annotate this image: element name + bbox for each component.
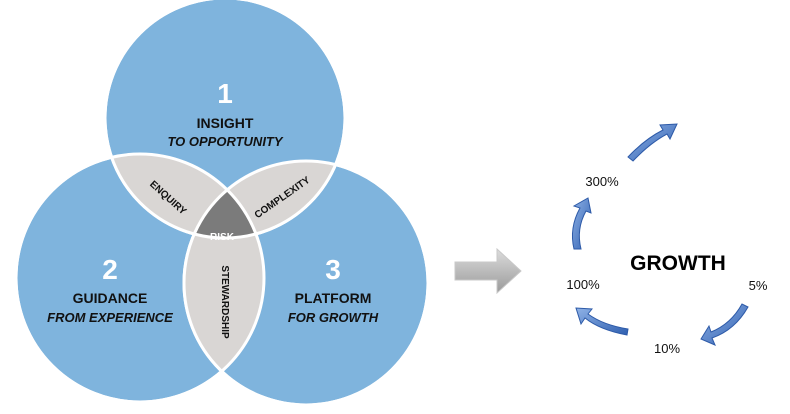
curved-arrow-icon	[572, 197, 592, 250]
guidance-number: 2	[102, 254, 118, 285]
guidance-title: GUIDANCE	[73, 290, 148, 306]
label-100-percent: 100%	[566, 277, 600, 292]
lens-enquiry	[105, 154, 264, 238]
risk-label: RISK	[210, 232, 235, 243]
insight-subtitle: TO OPPORTUNITY	[167, 134, 283, 149]
platform-title: PLATFORM	[295, 290, 372, 306]
insight-number: 1	[217, 78, 233, 109]
curved-arrow-icon	[700, 303, 749, 346]
venn-diagram: 1 INSIGHT TO OPPORTUNITY 2 GUIDANCE FROM…	[14, 0, 430, 407]
guidance-subtitle: FROM EXPERIENCE	[47, 310, 173, 325]
stewardship-label: STEWARDSHIP	[219, 265, 230, 339]
growth-cycle: GROWTH 5% 10% 100% 300%	[566, 123, 768, 356]
curved-arrow-icon	[575, 307, 629, 336]
insight-title: INSIGHT	[197, 115, 254, 131]
center-risk	[184, 161, 264, 238]
platform-subtitle: FOR GROWTH	[288, 310, 379, 325]
label-10-percent: 10%	[654, 341, 680, 356]
platform-number: 3	[325, 254, 341, 285]
curved-arrow-icon	[627, 123, 678, 162]
label-300-percent: 300%	[585, 174, 619, 189]
right-arrow-icon	[454, 247, 522, 295]
label-5-percent: 5%	[749, 278, 768, 293]
growth-title: GROWTH	[630, 252, 726, 275]
